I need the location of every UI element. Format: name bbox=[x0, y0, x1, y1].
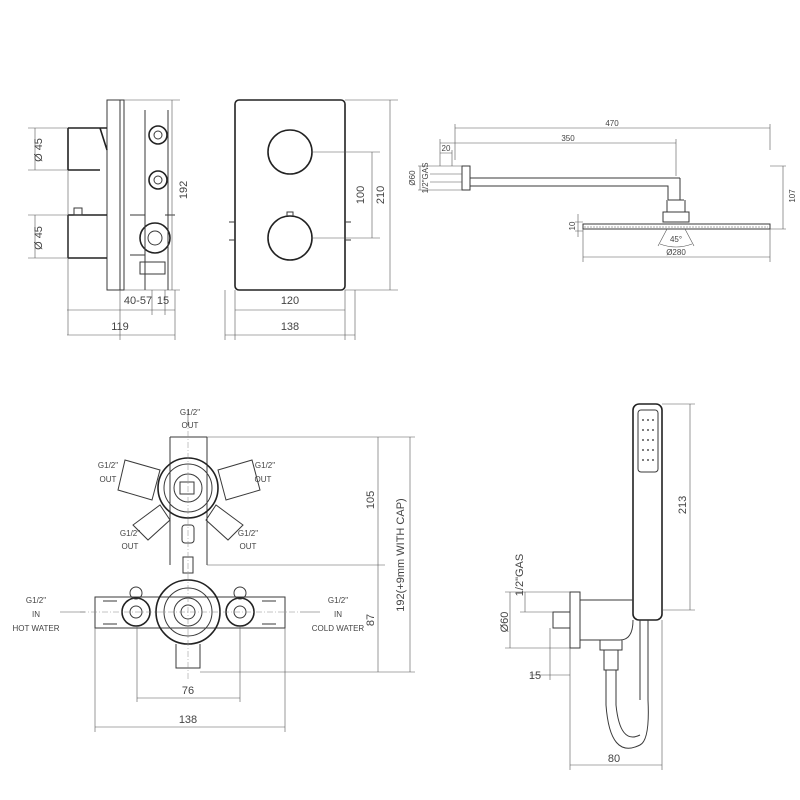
outlet-left-label: OUT bbox=[100, 475, 117, 484]
dim-hand-length: 213 bbox=[677, 496, 689, 514]
dim-dia-upper: Ø 45 bbox=[33, 138, 45, 162]
dim-knob-spacing: 100 bbox=[355, 186, 367, 204]
dim-drop: 107 bbox=[788, 189, 797, 203]
dim-outlet-dia: Ø60 bbox=[499, 612, 511, 633]
outlet-left-thread: G1/2" bbox=[98, 461, 118, 470]
dim-total-depth: 119 bbox=[111, 321, 129, 333]
dim-valve-width: 138 bbox=[179, 714, 197, 726]
valve-body-view: G1/2" OUT G1/2" OUT G1/2" OUT G1/2" OUT … bbox=[13, 408, 415, 732]
hand-shower-view: 213 1/2"GAS Ø60 15 80 bbox=[499, 403, 695, 770]
dim-hand-projection: 80 bbox=[608, 753, 620, 765]
hot-inlet-dir: IN bbox=[32, 610, 40, 619]
outlet-lower-right-label: OUT bbox=[240, 542, 257, 551]
dim-spray-angle: 45° bbox=[670, 235, 682, 244]
dim-upper-height: 105 bbox=[365, 491, 377, 509]
outlet-right-thread: G1/2" bbox=[255, 461, 275, 470]
dim-front-height: 210 bbox=[375, 186, 387, 204]
outlet-top-thread: G1/2" bbox=[180, 408, 200, 417]
dim-inlet-spacing: 76 bbox=[182, 685, 194, 697]
side-view: Ø 45 Ø 45 192 40-57 15 119 bbox=[28, 99, 190, 340]
dim-outer-width: 138 bbox=[281, 321, 299, 333]
hot-inlet-label: HOT WATER bbox=[13, 624, 60, 633]
dim-flange-dia: Ø60 bbox=[408, 170, 417, 186]
cold-inlet-label: COLD WATER bbox=[312, 624, 365, 633]
outlet-lower-left-label: OUT bbox=[122, 542, 139, 551]
outlet-top-label: OUT bbox=[182, 421, 199, 430]
dim-head-thickness: 10 bbox=[568, 221, 577, 230]
dim-arm-length: 350 bbox=[561, 134, 575, 143]
dim-dia-lower: Ø 45 bbox=[33, 226, 45, 250]
front-view: 100 210 120 138 bbox=[224, 99, 398, 340]
dim-inner-width: 120 bbox=[281, 295, 299, 307]
dim-arm-total: 470 bbox=[605, 119, 619, 128]
shower-arm-view: 470 350 20 Ø60 1/2"GAS 107 10 45° Ø280 bbox=[408, 119, 797, 262]
dim-head-dia: Ø280 bbox=[666, 248, 686, 257]
cold-inlet-dir: IN bbox=[334, 610, 342, 619]
dim-arm-thread: 1/2"GAS bbox=[421, 163, 430, 194]
dim-depth-range: 40-57 bbox=[124, 295, 152, 307]
dim-lower-height: 87 bbox=[365, 614, 377, 626]
dim-flange: 20 bbox=[442, 144, 451, 153]
outlet-lower-right-thread: G1/2" bbox=[238, 529, 258, 538]
dim-total-height: 192(+9mm WITH CAP) bbox=[395, 498, 407, 611]
hot-inlet-thread: G1/2" bbox=[26, 596, 46, 605]
dim-side-height: 192 bbox=[178, 181, 190, 199]
outlet-right-label: OUT bbox=[255, 475, 272, 484]
dim-hand-thread: 1/2"GAS bbox=[514, 554, 526, 596]
dim-hand-plate: 15 bbox=[529, 670, 541, 682]
dim-plate: 15 bbox=[157, 295, 169, 307]
cold-inlet-thread: G1/2" bbox=[328, 596, 348, 605]
outlet-lower-left-thread: G1/2" bbox=[120, 529, 140, 538]
